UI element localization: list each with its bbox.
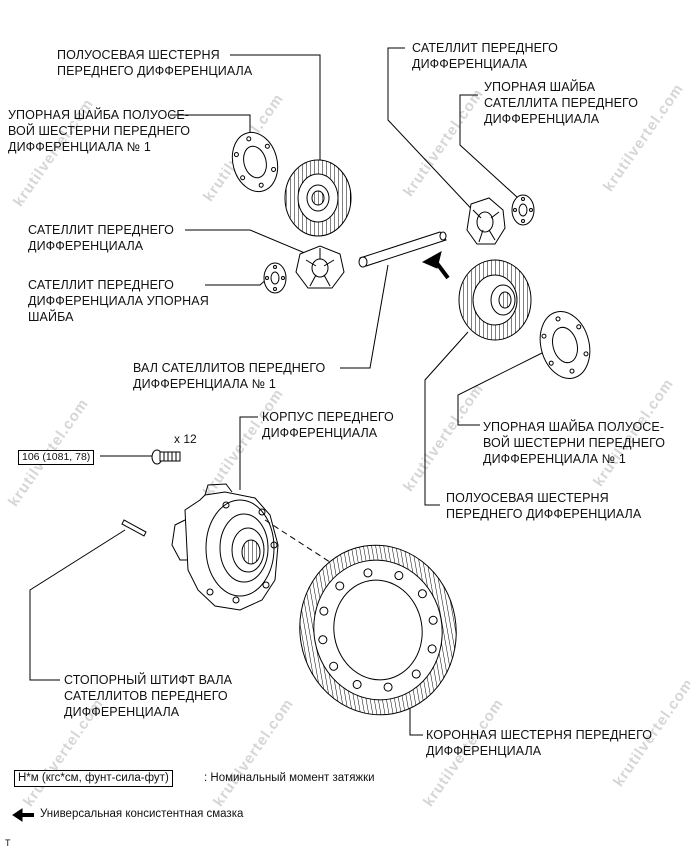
pinion-right-drawing <box>466 197 506 245</box>
bolt-drawing <box>151 449 181 465</box>
label-pinion-right: САТЕЛЛИТ ПЕРЕДНЕГО ДИФФЕРЕНЦИАЛА <box>412 41 559 71</box>
pinion-washer-right-drawing <box>511 194 535 226</box>
corner-mark: T <box>5 838 11 848</box>
leader-pinion-left <box>185 229 313 257</box>
leader-pinion-washer-right <box>459 94 519 199</box>
leader-pinion-shaft <box>340 264 389 369</box>
leader-thrust-washer-right <box>457 349 549 426</box>
pinion-shaft-drawing <box>358 231 447 268</box>
pinion-left-drawing <box>295 245 345 289</box>
leader-side-gear-bottom <box>424 331 469 506</box>
label-side-gear-bottom: ПОЛУОСЕВАЯ ШЕСТЕРНЯ ПЕРЕДНЕГО ДИФФЕРЕНЦИ… <box>446 491 642 521</box>
ring-gear-drawing <box>299 544 457 716</box>
thrust-washer-left-drawing <box>231 131 279 193</box>
thrust-washer-right-drawing <box>539 311 591 379</box>
label-pinion-shaft: ВАЛ САТЕЛЛИТОВ ПЕРЕДНЕГО ДИФФЕРЕНЦИАЛА №… <box>133 361 326 391</box>
label-ring-gear: КОРОННАЯ ШЕСТЕРНЯ ПЕРЕДНЕГО ДИФФЕРЕНЦИАЛ… <box>426 728 653 758</box>
label-pinion-washer-left: САТЕЛЛИТ ПЕРЕДНЕГО ДИФФЕРЕНЦИАЛА УПОРНАЯ… <box>28 278 209 324</box>
label-lock-pin: СТОПОРНЫЙ ШТИФТ ВАЛА САТЕЛЛИТОВ ПЕРЕДНЕГ… <box>64 673 233 719</box>
label-case: КОРПУС ПЕРЕДНЕГО ДИФФЕРЕНЦИАЛА <box>262 410 394 440</box>
leader-side-gear-top <box>230 54 321 180</box>
leader-thrust-washer-left <box>170 114 251 140</box>
grease-arrow-shaft <box>421 251 450 280</box>
grease-arrow-legend <box>12 808 34 822</box>
label-thrust-washer-right: УПОРНАЯ ШАЙБА ПОЛУОСЕ- ВОЙ ШЕСТЕРНИ ПЕРЕ… <box>483 420 666 466</box>
leader-lock-pin <box>29 529 126 681</box>
leader-pinion-right <box>387 47 481 219</box>
leader-pinion-washer-left <box>205 277 269 286</box>
legend-grease-text: Универсальная консистентная смазка <box>40 808 244 820</box>
bolt-count: x 12 <box>174 432 197 446</box>
label-pinion-washer-right: УПОРНАЯ ШАЙБА САТЕЛЛИТА ПЕРЕДНЕГО ДИФФЕР… <box>484 80 639 126</box>
legend-torque-text: : Номинальный момент затяжки <box>204 772 375 784</box>
label-pinion-left: САТЕЛЛИТ ПЕРЕДНЕГО ДИФФЕРЕНЦИАЛА <box>28 223 175 253</box>
side-gear-top-drawing <box>284 159 352 237</box>
differential-case-drawing <box>171 483 279 611</box>
side-gear-bottom-drawing <box>458 259 532 341</box>
label-side-gear-top: ПОЛУОСЕВАЯ ШЕСТЕРНЯ ПЕРЕДНЕГО ДИФФЕРЕНЦИ… <box>57 48 253 78</box>
pinion-washer-left-drawing <box>263 262 287 294</box>
leader-case <box>239 416 258 490</box>
lock-pin-drawing <box>121 519 147 537</box>
legend-torque-box: Н*м (кгс*см, фунт-сила-фут) <box>14 770 173 787</box>
torque-value-box: 106 (1081, 78) <box>18 450 95 465</box>
label-thrust-washer-left: УПОРНАЯ ШАЙБА ПОЛУОСЕ- ВОЙ ШЕСТЕРНИ ПЕРЕ… <box>8 108 191 154</box>
